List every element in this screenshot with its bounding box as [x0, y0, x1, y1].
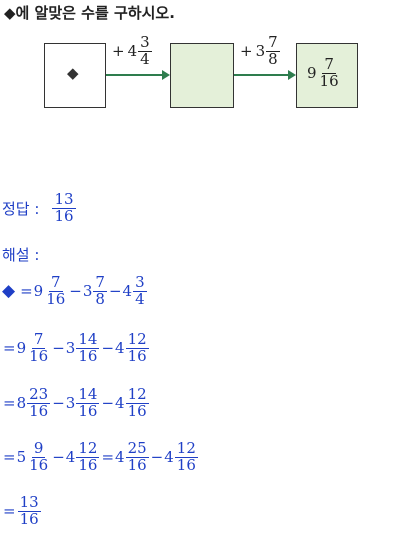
arrow1	[106, 70, 170, 80]
question-text: ◆에 알맞은 수를 구하시오.	[4, 4, 175, 22]
arrow2	[234, 70, 296, 80]
box-middle	[170, 43, 234, 108]
diamond-icon: ◆	[2, 281, 16, 302]
solution-label: 해설 :	[2, 246, 40, 264]
box-unknown: ◆	[44, 43, 106, 108]
diamond-icon: ◆	[67, 64, 79, 82]
